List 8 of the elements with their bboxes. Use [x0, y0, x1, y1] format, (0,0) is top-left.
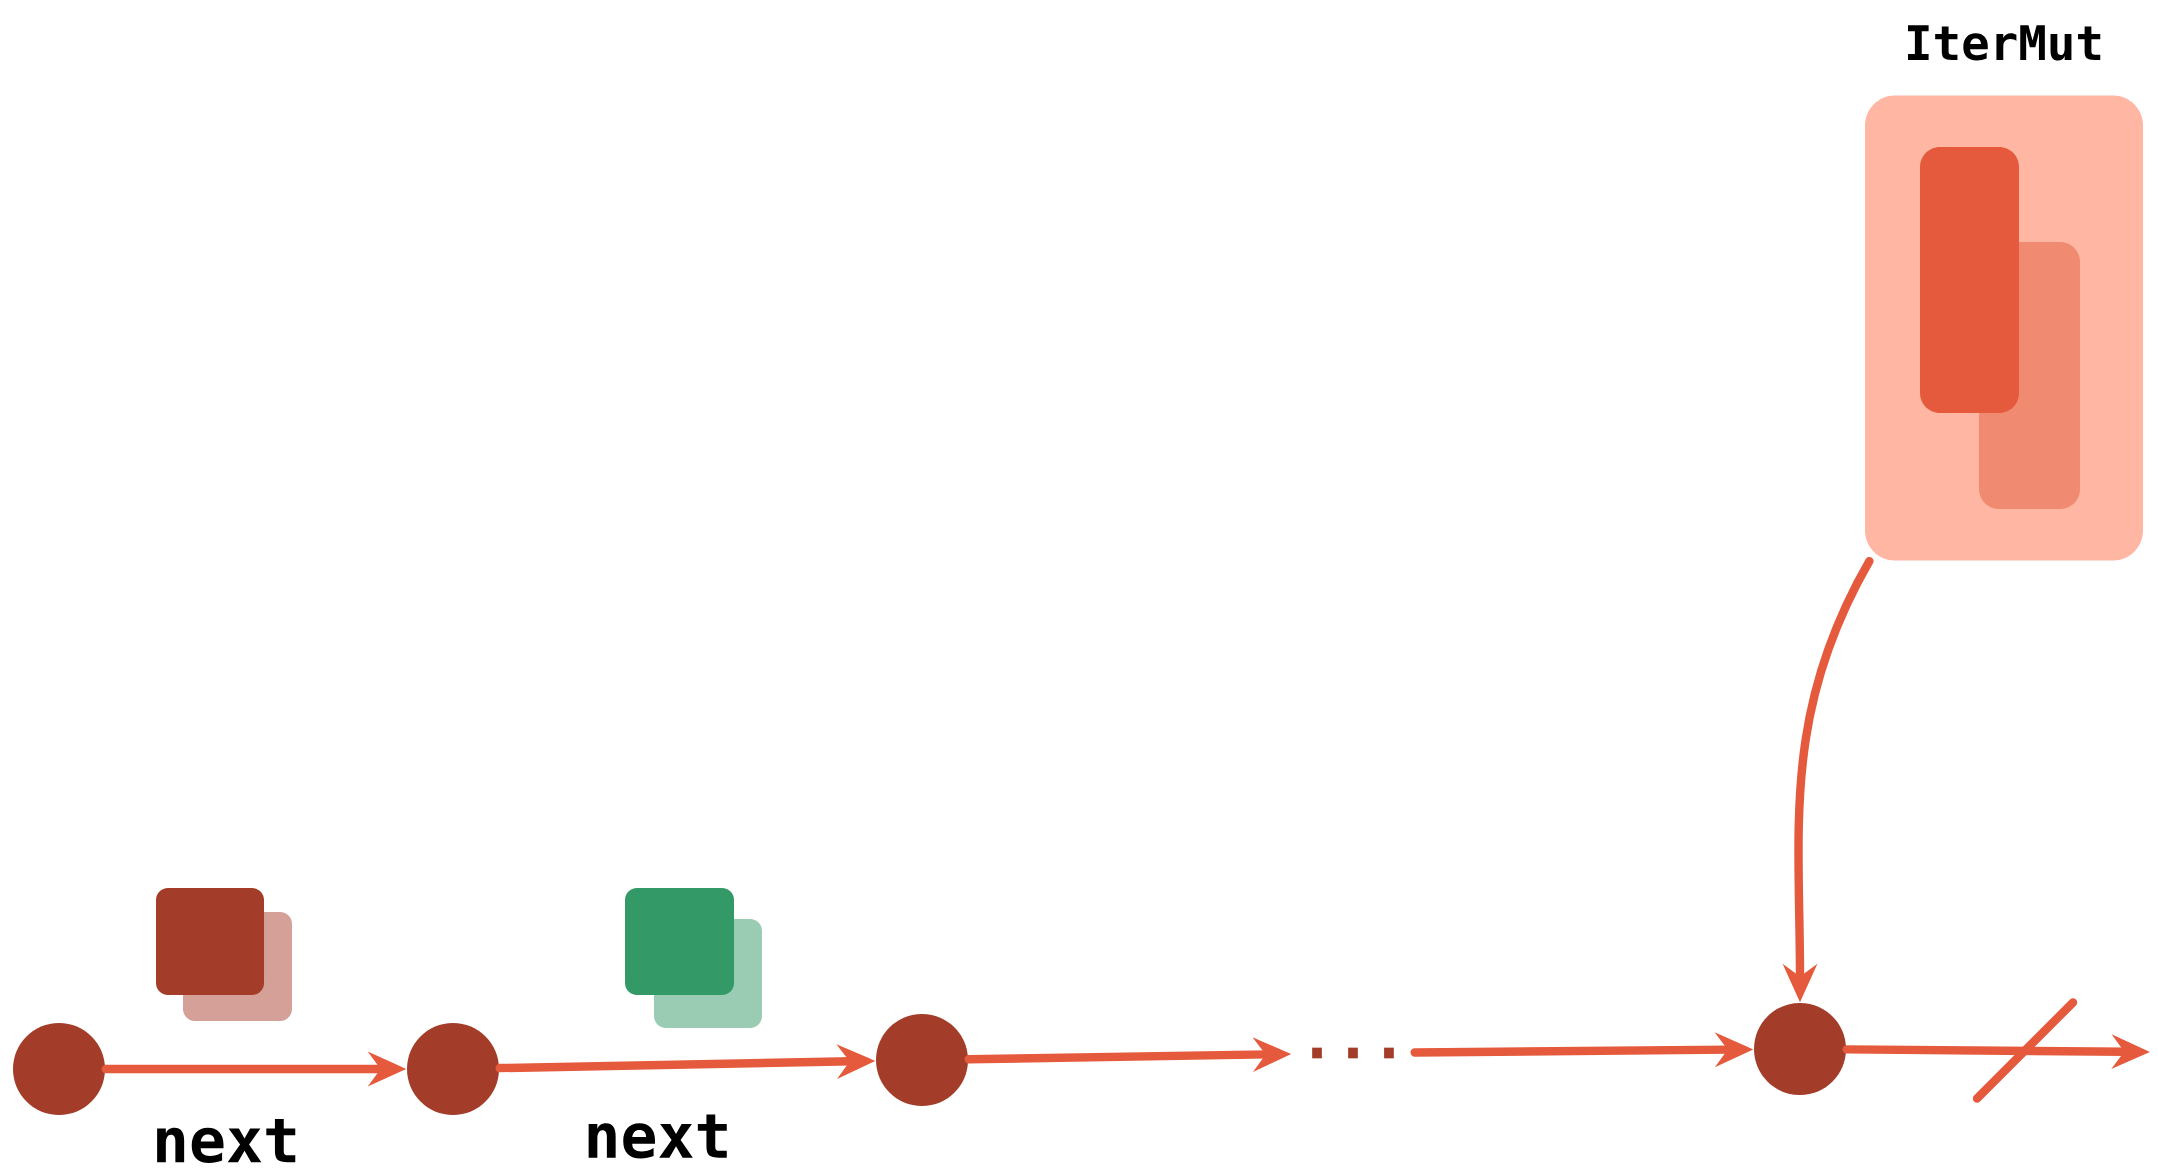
edge-label: next: [588, 1114, 727, 1159]
edge-label: next: [157, 1118, 296, 1163]
node-blob: [13, 1023, 105, 1115]
ellipsis-text: ...: [1312, 1047, 1394, 1059]
node-blob: [1754, 1003, 1846, 1095]
node-blob: [407, 1023, 499, 1115]
node-blob: [876, 1014, 968, 1106]
node-label: IterMut: [1908, 25, 2101, 61]
